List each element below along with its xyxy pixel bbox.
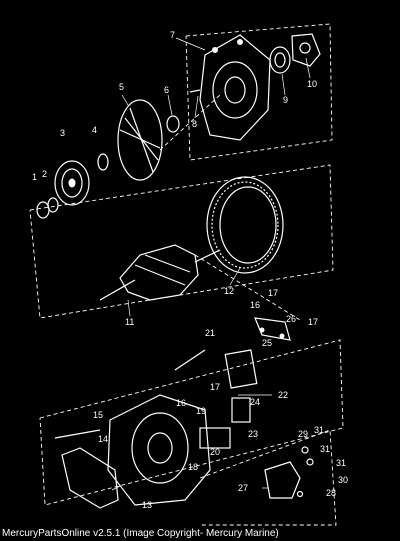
rotor xyxy=(119,244,199,301)
copyright-footer: MercuryPartsOnline v2.5.1 (Image Copyrig… xyxy=(2,528,279,539)
callout-29: 29 xyxy=(298,429,308,439)
callout-23: 23 xyxy=(248,429,258,439)
spacer xyxy=(97,153,109,171)
callout-19: 19 xyxy=(196,406,206,416)
callout-13: 13 xyxy=(142,500,152,510)
alternator-exploded-diagram: 1 2 3 4 5 6 7 8 9 10 11 12 13 14 15 16 1… xyxy=(29,23,348,526)
callout-4: 4 xyxy=(92,125,97,135)
callout-3: 3 xyxy=(60,128,65,138)
callout-30: 30 xyxy=(338,475,348,485)
callout-25: 25 xyxy=(262,338,272,348)
callout-17b: 17 xyxy=(308,317,318,327)
shield xyxy=(61,447,119,509)
callout-20: 20 xyxy=(210,447,220,457)
callout-6: 6 xyxy=(164,85,169,95)
callout-1: 1 xyxy=(32,172,37,182)
callout-21: 21 xyxy=(205,328,215,338)
retainer-plate xyxy=(291,33,321,67)
callout-16b: 16 xyxy=(176,398,186,408)
frame-screw xyxy=(189,89,201,93)
callout-22: 22 xyxy=(278,390,288,400)
callout-17a: 17 xyxy=(268,288,278,298)
callout-17c: 17 xyxy=(210,382,220,392)
collar xyxy=(166,115,180,133)
pulley-nut xyxy=(36,201,50,219)
callout-31c: 31 xyxy=(336,458,346,468)
lock-washer xyxy=(47,197,59,213)
callout-26: 26 xyxy=(286,314,296,324)
callout-24: 24 xyxy=(250,397,260,407)
leader-lines xyxy=(111,37,311,491)
callout-31a: 31 xyxy=(314,425,324,435)
fan xyxy=(117,99,163,181)
callout-8: 8 xyxy=(192,119,197,129)
pulley xyxy=(54,160,90,206)
drive-end-frame xyxy=(189,33,321,141)
callout-5: 5 xyxy=(119,82,124,92)
brush-holder xyxy=(231,397,251,423)
dashed-guide-lines xyxy=(29,23,344,526)
callout-27: 27 xyxy=(238,483,248,493)
callout-10: 10 xyxy=(307,79,317,89)
pulley-assembly xyxy=(36,99,180,219)
callout-labels: 1 2 3 4 5 6 7 8 9 10 11 12 13 14 15 16 1… xyxy=(32,30,348,510)
callout-16a: 16 xyxy=(250,300,260,310)
through-bolt xyxy=(54,429,101,439)
callout-12: 12 xyxy=(224,286,234,296)
callout-14: 14 xyxy=(98,434,108,444)
callout-11: 11 xyxy=(125,317,134,327)
bearing xyxy=(269,46,291,74)
regulator xyxy=(224,349,258,389)
rectifier-bridge xyxy=(199,427,231,449)
callout-7: 7 xyxy=(170,30,175,40)
stator xyxy=(206,176,284,274)
callout-18: 18 xyxy=(188,462,198,472)
slip-ring-end-frame xyxy=(54,317,314,509)
callout-28: 28 xyxy=(326,488,336,498)
rotor-shaft xyxy=(99,279,136,301)
callout-9: 9 xyxy=(283,95,288,105)
callout-2: 2 xyxy=(42,169,47,179)
mount-bolt xyxy=(174,349,206,371)
rotor-stator xyxy=(99,176,284,301)
capacitor-bracket xyxy=(264,461,301,499)
callout-15: 15 xyxy=(93,410,103,420)
callout-31b: 31 xyxy=(320,444,330,454)
